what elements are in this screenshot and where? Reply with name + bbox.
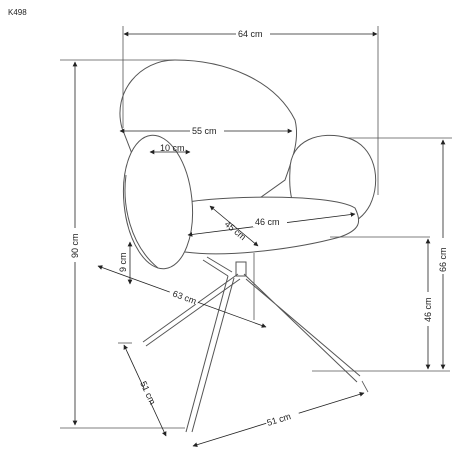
label-seat-height: 46 cm — [423, 297, 433, 322]
label-overall-width: 64 cm — [238, 29, 263, 39]
label-backrest-width: 55 cm — [192, 126, 217, 136]
label-armrest-over-seat: 9 cm — [118, 252, 128, 272]
dim-line-seat-depth — [209, 205, 259, 247]
label-armrest-height: 66 cm — [438, 247, 448, 272]
label-total-height: 90 cm — [70, 233, 80, 258]
label-armrest-thickness: 10 cm — [160, 143, 185, 153]
label-seat-width: 46 cm — [255, 217, 280, 227]
chair-legs — [142, 256, 361, 433]
dimension-labels: 64 cm 55 cm 10 cm 46 cm 45 cm 9 cm 63 cm… — [69, 28, 449, 431]
chair-left-armrest-side — [124, 174, 159, 269]
chair-outline — [119, 59, 377, 433]
model-code: K498 — [8, 8, 27, 17]
